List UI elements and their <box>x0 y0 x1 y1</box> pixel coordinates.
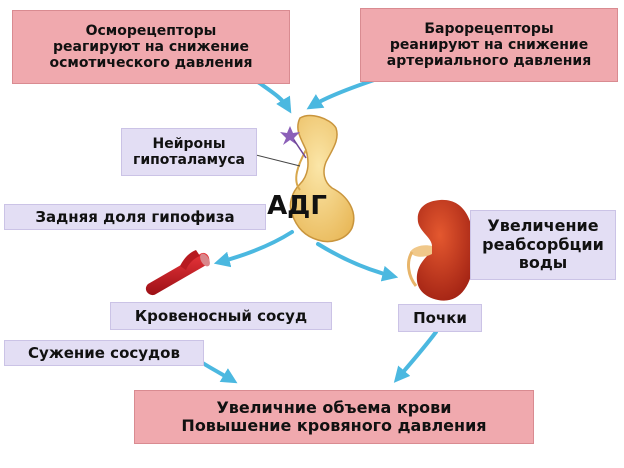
osmoreceptors-box: Осморецепторы реагируют на снижение осмо… <box>12 10 290 84</box>
arrow-baro-to-neurons <box>306 76 382 110</box>
arrow-adh-to-vessel <box>213 230 294 268</box>
result-box: Увеличние объема крови Повышение кровяно… <box>134 390 534 444</box>
arrow-osmo-to-neurons <box>256 80 292 114</box>
posterior-pituitary-box: Задняя доля гипофиза <box>4 204 266 230</box>
blood-vessel-illustration <box>145 250 210 296</box>
hypothalamus-neurons-box: Нейроны гипоталамуса <box>121 128 257 176</box>
neuron-icon <box>280 126 307 159</box>
baroreceptors-box: Барорецепторы реанируют на снижение арте… <box>360 8 618 82</box>
water-reabsorption-box: Увеличение реабсорбции воды <box>470 210 616 280</box>
arrow-adh-to-kidney <box>316 242 399 282</box>
kidney-illustration <box>407 199 475 301</box>
kidneys-box: Почки <box>398 304 482 332</box>
adh-label: АДГ <box>267 191 327 221</box>
arrow-kidney-to-result <box>393 330 438 383</box>
neurons-pointer <box>251 153 301 167</box>
vasoconstriction-box: Сужение сосудов <box>4 340 204 366</box>
blood-vessel-box: Кровеносный сосуд <box>110 302 332 330</box>
